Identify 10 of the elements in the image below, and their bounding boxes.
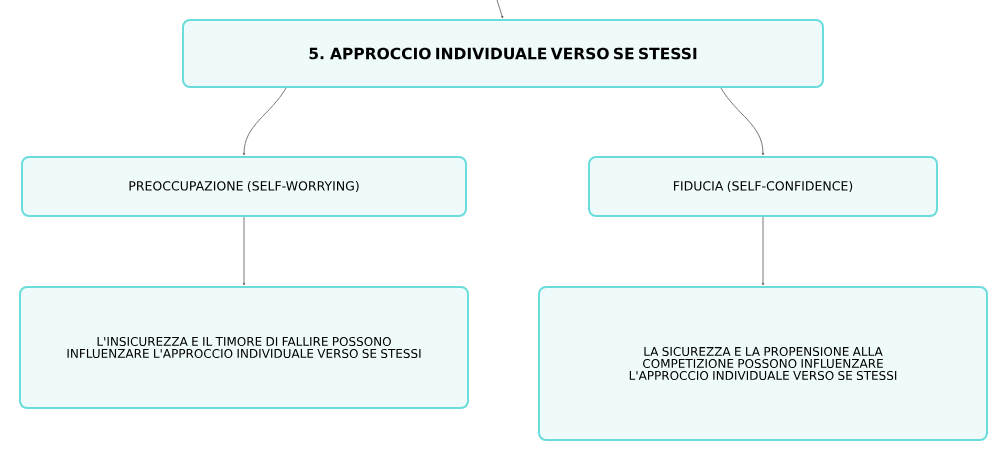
title-box: 5. APPROCCIO INDIVIDUALE VERSO SE STESSI (182, 19, 824, 88)
arrow (242, 87, 287, 156)
arrow (761, 216, 765, 286)
text-box: FIDUCIA (SELF-CONFIDENCE) (588, 156, 938, 217)
text-box: L'INSICUREZZA E IL TIMORE DI FALLIRE POSSONO INFLUENZARE L'APPROCCIO INDIVIDUALE VERSO SE STESSI (19, 286, 469, 409)
arrow (720, 87, 765, 156)
arrow (242, 216, 246, 286)
arrow (496, 0, 504, 19)
text-box: PREOCCUPAZIONE (SELF-WORRYING) (21, 156, 467, 217)
text-box: LA SICUREZZA E LA PROPENSIONE ALLA COMPETIZIONE POSSONO INFLUENZARE L'APPROCCIO INDIVIDUALE VERSO SE STESSI (538, 286, 988, 441)
